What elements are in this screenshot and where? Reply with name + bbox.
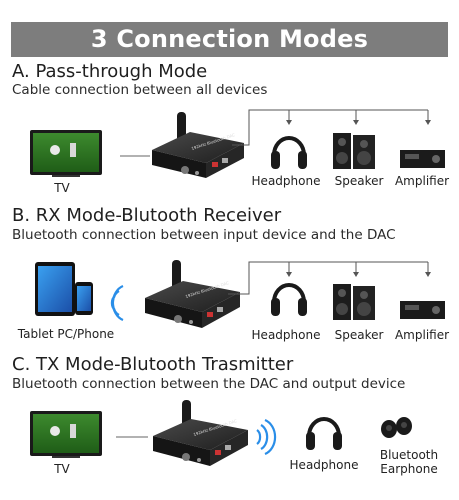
speaker-icon (333, 133, 375, 169)
output-label-speaker: Speaker (334, 174, 384, 188)
bluetooth-signal-icon (256, 418, 277, 456)
output-label-headphone: Headphone (251, 174, 321, 188)
arrow-icon (286, 120, 431, 125)
mode-b-title: B. RX Mode-Blutooth Receiver (12, 205, 282, 226)
earbuds-icon (381, 417, 412, 438)
output-label-bluetooth-earphone: Bluetooth Earphone (379, 448, 439, 476)
tablet-icon (35, 262, 75, 316)
source-label: Tablet PC/Phone (17, 327, 115, 341)
mode-a-title: A. Pass-through Mode (12, 61, 208, 82)
amplifier-icon (400, 301, 445, 319)
mode-c-title: C. TX Mode-Blutooth Trasmitter (12, 354, 294, 375)
dac-device-icon: 192kHz Bluetooth DAC (152, 112, 244, 178)
output-label-amplifier: Amplifier (394, 328, 450, 342)
source-label: TV (54, 462, 70, 476)
output-label-headphone: Headphone (289, 458, 359, 472)
arrow-icon (286, 272, 431, 277)
output-label-speaker: Speaker (334, 328, 384, 342)
output-bracket (228, 261, 429, 295)
output-bracket (232, 109, 429, 146)
banner-title: 3 Connection Modes (11, 22, 448, 57)
output-label-amplifier: Amplifier (394, 174, 450, 188)
tv-icon (30, 130, 102, 177)
speaker-icon (333, 284, 375, 320)
bluetooth-signal-icon (110, 284, 124, 322)
mode-b-subtitle: Bluetooth connection between input devic… (12, 227, 396, 243)
dac-device-icon: 192kHz Bluetooth DAC (153, 400, 248, 466)
headphone-icon (271, 136, 307, 169)
source-label: TV (54, 181, 70, 195)
headphone-icon (306, 417, 342, 450)
headphone-icon (271, 283, 307, 316)
mode-a-subtitle: Cable connection between all devices (12, 82, 268, 98)
phone-icon (75, 282, 93, 315)
amplifier-icon (400, 150, 445, 168)
output-label-headphone: Headphone (251, 328, 321, 342)
tv-icon (30, 411, 102, 458)
dac-device-icon: 192kHz Bluetooth DAC (145, 260, 240, 328)
mode-c-subtitle: Bluetooth connection between the DAC and… (12, 376, 406, 392)
